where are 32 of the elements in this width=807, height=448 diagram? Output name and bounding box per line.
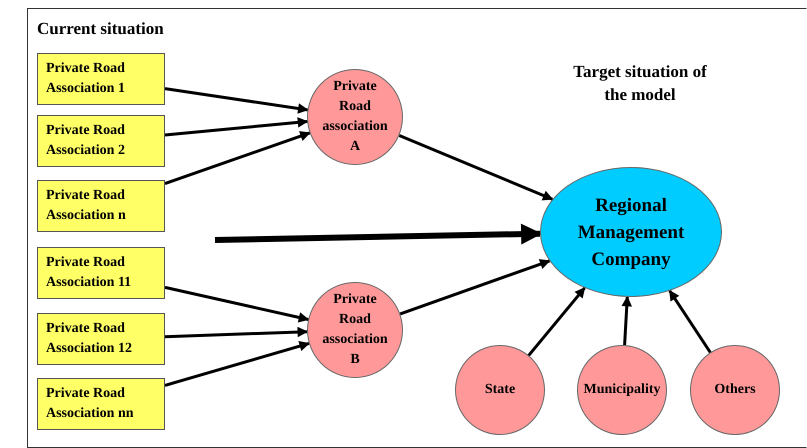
process-box <box>37 378 165 430</box>
arrow <box>668 290 712 354</box>
node-label: Private Road Association 2 <box>46 122 126 160</box>
arrow <box>164 117 308 136</box>
arrow <box>164 131 311 186</box>
process-box <box>37 313 165 365</box>
arrow <box>164 326 308 338</box>
arrow <box>400 259 550 316</box>
node-label: Private Road association A <box>321 78 389 156</box>
node-label: Private Road Association 1 <box>46 60 126 98</box>
node-label: Municipality <box>582 381 662 399</box>
arrow <box>214 224 542 245</box>
node-label: Others <box>713 381 757 399</box>
arrow <box>164 341 310 387</box>
arrow <box>528 286 586 356</box>
title: Current situation <box>37 18 165 40</box>
heading-label: Target situation of the model <box>572 61 708 106</box>
node-label: Regional Management Company <box>576 194 686 272</box>
node-label: Private Road Association n <box>46 187 127 225</box>
process-box <box>37 53 165 105</box>
arrow <box>164 87 309 114</box>
arrow <box>398 134 554 201</box>
arrow <box>622 296 632 346</box>
arrow <box>164 286 310 323</box>
node-label: Private Road Association 11 <box>46 254 132 292</box>
process-box <box>37 115 165 167</box>
node-label: Private Road association B <box>321 291 389 369</box>
node-label: Private Road Association nn <box>46 385 135 423</box>
node-label: Private Road Association 12 <box>46 320 133 358</box>
process-box <box>37 247 165 299</box>
process-box <box>37 180 165 232</box>
node-label: State <box>484 381 516 399</box>
